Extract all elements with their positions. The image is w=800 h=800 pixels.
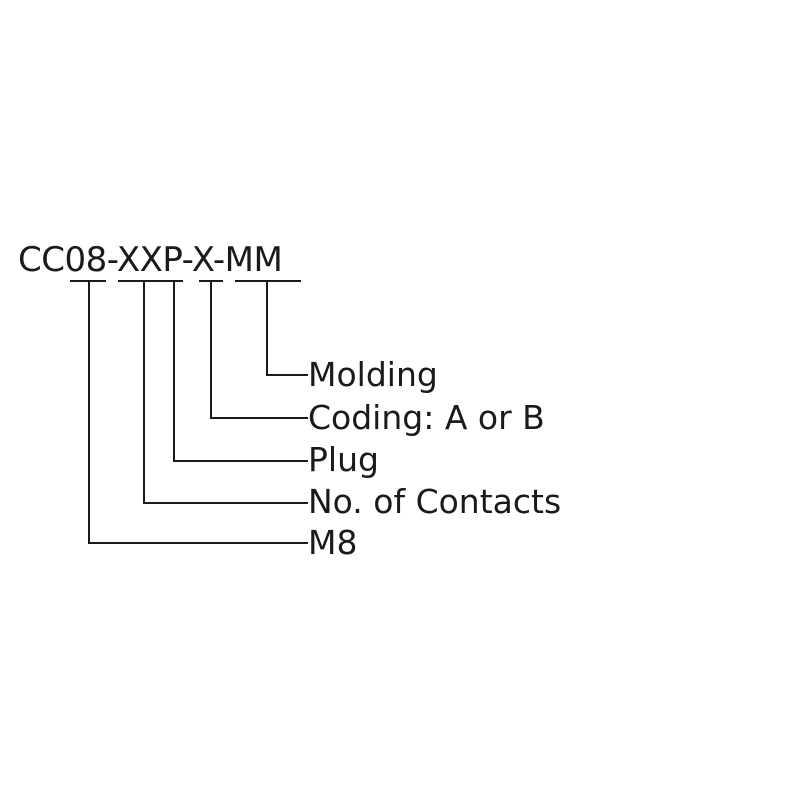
label-plug: Plug bbox=[308, 440, 379, 479]
label-coding: Coding: A or B bbox=[308, 398, 545, 437]
leader-plug bbox=[173, 281, 308, 462]
leader-contacts bbox=[143, 281, 308, 504]
label-m8: M8 bbox=[308, 523, 358, 562]
leader-coding bbox=[210, 281, 308, 419]
segment-m8: 08 bbox=[64, 240, 107, 280]
leader-molding bbox=[266, 281, 308, 376]
part-prefix: CC bbox=[18, 240, 65, 280]
dash: - bbox=[212, 240, 225, 280]
dash: - bbox=[181, 240, 193, 280]
segment-contacts-plug: XXP bbox=[116, 240, 182, 280]
part-number: CC08-XXP-X-MM bbox=[18, 240, 283, 280]
dash: - bbox=[106, 240, 118, 280]
label-contacts: No. of Contacts bbox=[308, 482, 562, 521]
leader-m8 bbox=[88, 281, 308, 544]
segment-coding: X bbox=[191, 240, 214, 280]
label-molding: Molding bbox=[308, 355, 438, 394]
segment-molding: MM bbox=[224, 240, 283, 280]
